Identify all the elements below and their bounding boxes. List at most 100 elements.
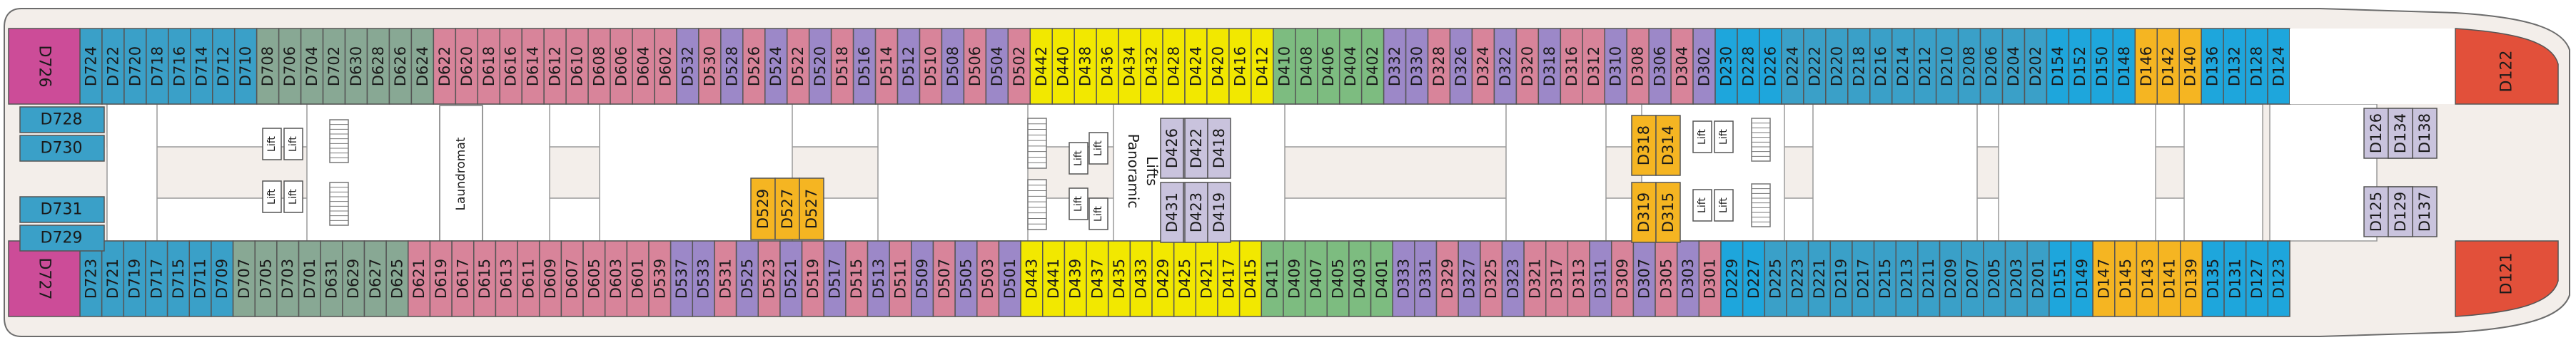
cabin-d221: D221: [1807, 240, 1832, 317]
cabin-d126-box: [2363, 108, 2389, 159]
cabin-d523-label: D523: [761, 259, 778, 299]
cabin-d425-box: [1173, 240, 1197, 317]
cabin-d703: D703: [276, 240, 300, 317]
cabin-d716: D716: [168, 28, 191, 105]
cabin-d607-label: D607: [564, 259, 581, 299]
cabin-d322-label: D322: [1497, 46, 1514, 86]
cabin-d617-box: [451, 240, 475, 317]
cabin-d224-box: [1781, 28, 1804, 105]
cabin-d328-label: D328: [1430, 46, 1448, 86]
cabin-d520-box: [808, 28, 832, 105]
cabin-d140-box: [2178, 28, 2202, 105]
cabin-d421-box: [1195, 240, 1218, 317]
cabin-d323-box: [1501, 240, 1525, 317]
cabin-d502-box: [1007, 28, 1031, 105]
cabin-d309-box: [1610, 240, 1635, 317]
cabin-d215: D215: [1873, 240, 1896, 317]
cabin-d332: D332: [1383, 28, 1407, 105]
cabin-d513-box: [867, 240, 890, 317]
cabin-d149: D149: [2070, 240, 2093, 317]
cabin-d154-label: D154: [2049, 46, 2066, 86]
cabin-d308-label: D308: [1630, 46, 1647, 86]
cabin-d439-label: D439: [1067, 259, 1084, 299]
cabin-d152: D152: [2068, 28, 2092, 105]
cabin-d435-label: D435: [1111, 259, 1128, 299]
cabin-d224-label: D224: [1784, 46, 1801, 86]
cabin-d429-label: D429: [1154, 259, 1171, 299]
cabin-d217: D217: [1852, 240, 1875, 317]
cabin-d124: D124: [2267, 28, 2290, 105]
cabin-d214: D214: [1891, 28, 1915, 105]
cabin-d616: D616: [499, 28, 522, 105]
cabin-d730-box: [19, 135, 105, 162]
cabin-d622-label: D622: [436, 46, 453, 86]
cabin-d139-label: D139: [2183, 259, 2200, 299]
cabin-d147: D147: [2092, 240, 2116, 317]
cabin-d134-label: D134: [2392, 113, 2409, 153]
cabin-d402-label: D402: [1364, 46, 1381, 86]
cabin-d503-label: D503: [979, 259, 996, 299]
cabin-d442-label: D442: [1033, 46, 1050, 86]
cabin-d518-label: D518: [834, 46, 851, 86]
cabin-d219-label: D219: [1833, 259, 1850, 299]
cabin-d436: D436: [1096, 28, 1119, 105]
cabin-d602: D602: [654, 28, 677, 105]
cabin-d148-label: D148: [2116, 46, 2133, 86]
cabin-d613-label: D613: [498, 259, 515, 299]
cabin-d214-label: D214: [1894, 46, 1911, 86]
cabin-d717: D717: [145, 240, 168, 317]
public-area-10: [2269, 103, 2378, 242]
cabin-d142-box: [2156, 28, 2180, 105]
cabin-d718: D718: [146, 28, 169, 105]
cabin-d506-label: D506: [966, 46, 984, 86]
lift-fwd-1: [1692, 120, 1712, 153]
cabin-d132: D132: [2223, 28, 2246, 105]
cabin-d226: D226: [1759, 28, 1782, 105]
cabin-d203-box: [2004, 240, 2028, 317]
cabin-d225: D225: [1764, 240, 1787, 317]
lift-fwd-2: [1692, 189, 1712, 222]
cabin-d516-box: [852, 28, 877, 105]
cabin-d313-label: D313: [1570, 259, 1587, 299]
cabin-d518: D518: [830, 28, 854, 105]
cabin-d141: D141: [2158, 240, 2181, 317]
cabin-d129-label: D129: [2392, 192, 2409, 232]
cabin-d315: D315: [1655, 182, 1681, 243]
cabin-d435: D435: [1107, 240, 1131, 317]
cabin-d719-label: D719: [126, 259, 143, 299]
cabin-d627-box: [363, 240, 387, 317]
cabin-d619: D619: [429, 240, 453, 317]
cabin-d520-label: D520: [812, 46, 829, 86]
cabin-d150-label: D150: [2093, 46, 2111, 86]
cabin-d424: D424: [1184, 28, 1208, 105]
cabin-d315-label: D315: [1660, 192, 1677, 232]
cabin-d311: D311: [1589, 240, 1612, 317]
cabin-d418-box: [1207, 118, 1231, 179]
cabin-d408-label: D408: [1298, 46, 1315, 86]
cabin-d512-box: [896, 28, 921, 105]
cabin-d510: D510: [919, 28, 943, 105]
cabin-d322: D322: [1493, 28, 1517, 105]
cabin-d606-label: D606: [613, 46, 630, 86]
cabin-d726-label: D726: [36, 46, 54, 88]
cabin-d719: D719: [123, 240, 146, 317]
cabin-d501-label: D501: [1001, 259, 1019, 299]
cabin-d611-box: [517, 240, 540, 317]
cabin-d626: D626: [388, 28, 413, 105]
cabin-d325-label: D325: [1483, 259, 1500, 299]
cabin-d709-box: [211, 240, 234, 317]
cabin-d319-label: D319: [1635, 192, 1652, 232]
cabin-d332-label: D332: [1386, 46, 1403, 86]
public-area-3: [877, 103, 1029, 242]
cabin-d402-box: [1360, 28, 1385, 105]
cabin-d726-box: [8, 28, 81, 105]
cabin-d127-label: D127: [2248, 259, 2266, 299]
cabin-d511: D511: [889, 240, 912, 317]
cabin-d410-box: [1273, 28, 1296, 105]
public-area-9: [2183, 103, 2263, 242]
cabin-d612-box: [543, 28, 567, 105]
cabin-d529-label: D529: [754, 189, 772, 229]
cabin-d531: D531: [714, 240, 737, 317]
cabin-d604-box: [632, 28, 655, 105]
cabin-d401-label: D401: [1373, 259, 1390, 299]
